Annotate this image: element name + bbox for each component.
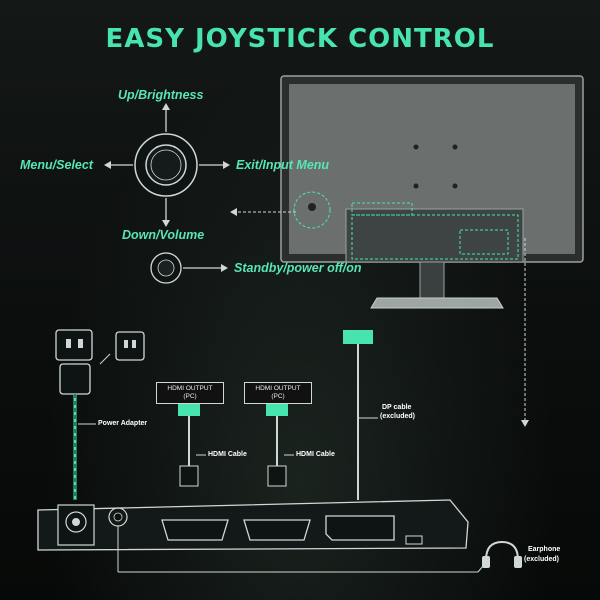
label-standby-power: Standby/power off/on [234,261,362,275]
label-hdmi-cable-2: HDMI Cable [296,451,335,458]
label-power-adapter: Power Adapter [98,420,148,427]
hdmi-output-box-1: HDMI OUTPUT (PC) [156,382,224,404]
label-hdmi-cable-1: HDMI Cable [208,451,247,458]
hdmi-output-sub-1: (PC) [183,393,197,400]
io-panel [37,499,489,573]
page-title: EASY JOYSTICK CONTROL [105,24,495,54]
label-menu-select: Menu/Select [20,158,93,172]
joystick-diagram [104,103,230,227]
label-down-volume: Down/Volume [122,228,205,242]
monitor-back [230,75,584,427]
dp-cable [343,330,378,500]
hdmi-cables [178,402,294,487]
label-up-brightness: Up/Brightness [118,88,204,102]
hdmi-output-label-2: HDMI OUTPUT [255,385,301,392]
hdmi-output-box-2: HDMI OUTPUT (PC) [244,382,312,404]
power-button-diagram [150,252,228,284]
label-dp-cable-note: (excluded) [380,413,416,420]
earphone-icon [482,540,522,568]
label-earphone-note: (excluded) [524,556,560,563]
label-dp-cable: DP cable [382,404,412,411]
hdmi-output-label-1: HDMI OUTPUT [167,385,213,392]
label-earphone: Earphone [528,546,561,553]
hdmi-output-sub-2: (PC) [271,393,285,400]
power-plug [55,329,145,500]
label-exit-input-menu: Exit/Input Menu [236,158,330,172]
